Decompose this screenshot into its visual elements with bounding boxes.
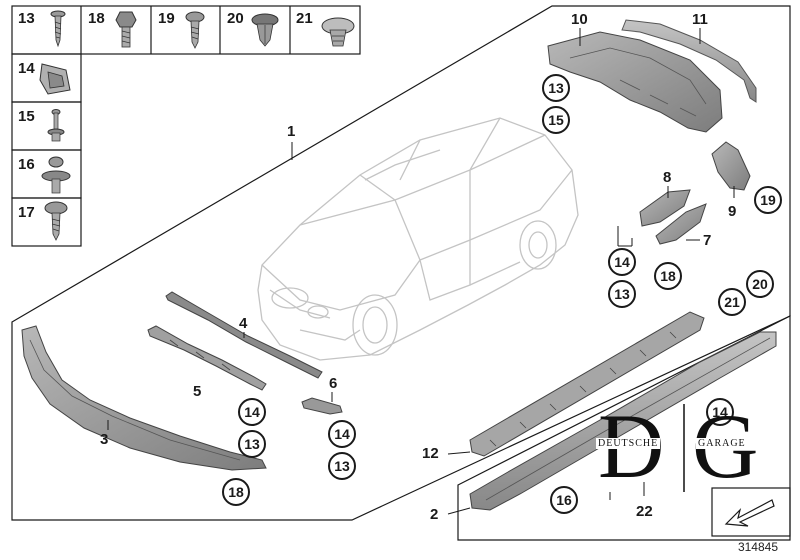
circled-ref: 14 xyxy=(706,398,734,426)
part-label: 7 xyxy=(703,232,712,249)
oval-head-screw-icon xyxy=(44,201,68,241)
circled-ref: 16 xyxy=(550,486,578,514)
small-part-number: 14 xyxy=(18,60,35,77)
part-label: 2 xyxy=(430,506,439,523)
circled-ref: 20 xyxy=(746,270,774,298)
part-label: 8 xyxy=(663,169,672,186)
small-part-number: 16 xyxy=(18,156,35,173)
part-label: 22 xyxy=(636,503,653,520)
reflector xyxy=(301,397,343,415)
part-label: 3 xyxy=(100,431,109,448)
vehicle-outline xyxy=(257,117,579,361)
circled-ref: 19 xyxy=(754,186,782,214)
diagram-reference: 314845 xyxy=(737,540,778,554)
circled-ref: 14 xyxy=(608,248,636,276)
circled-ref: 15 xyxy=(542,106,570,134)
front-splitter xyxy=(21,325,267,471)
circled-ref: 21 xyxy=(718,288,746,316)
watermark-word: GARAGE xyxy=(696,438,748,449)
small-part-number: 18 xyxy=(88,10,105,27)
small-part-number: 19 xyxy=(158,10,175,27)
part-label: 10 xyxy=(571,11,588,28)
small-part-number: 20 xyxy=(227,10,244,27)
hex-bolt-icon xyxy=(115,11,137,48)
rear-bracket xyxy=(711,141,751,191)
circled-ref: 14 xyxy=(238,398,266,426)
watermark-word: DEUTSCHE xyxy=(596,438,661,449)
small-part-number: 13 xyxy=(18,10,35,27)
collar-screw-icon xyxy=(41,156,71,194)
front-lower-strip xyxy=(147,325,267,391)
rear-trim-strip xyxy=(621,19,757,103)
circled-ref: 18 xyxy=(654,262,682,290)
part-label: 4 xyxy=(239,315,248,332)
direction-box xyxy=(711,487,791,537)
part-label: 12 xyxy=(422,445,439,462)
circled-ref: 18 xyxy=(222,478,250,506)
circled-ref: 13 xyxy=(542,74,570,102)
circled-ref: 13 xyxy=(608,280,636,308)
rear-diffuser xyxy=(547,31,723,133)
mud-flap-lower xyxy=(655,203,707,245)
speed-nut-icon xyxy=(39,63,71,95)
direction-arrow-icon xyxy=(724,499,775,527)
part-label: 6 xyxy=(329,375,338,392)
part-label: 9 xyxy=(728,203,737,220)
part-label: 11 xyxy=(692,11,708,28)
small-part-number: 21 xyxy=(296,10,313,27)
circled-ref: 14 xyxy=(328,420,356,448)
part-label: 5 xyxy=(193,383,202,400)
fillister-screw-icon xyxy=(185,11,205,49)
circled-ref: 13 xyxy=(328,452,356,480)
side-mounting-strip xyxy=(469,311,705,457)
small-part-number: 17 xyxy=(18,204,35,221)
small-parts-grid xyxy=(11,5,361,247)
small-part-number: 15 xyxy=(18,108,35,125)
plastic-clip-icon xyxy=(321,17,355,47)
side-skirt-box xyxy=(457,315,791,541)
self-tapping-screw-icon xyxy=(50,10,66,48)
expanding-rivet-icon xyxy=(251,13,279,47)
circled-ref: 13 xyxy=(238,430,266,458)
leader-lines xyxy=(107,28,735,515)
part-label: 1 xyxy=(287,123,296,140)
rivet-pin-icon xyxy=(47,109,65,142)
